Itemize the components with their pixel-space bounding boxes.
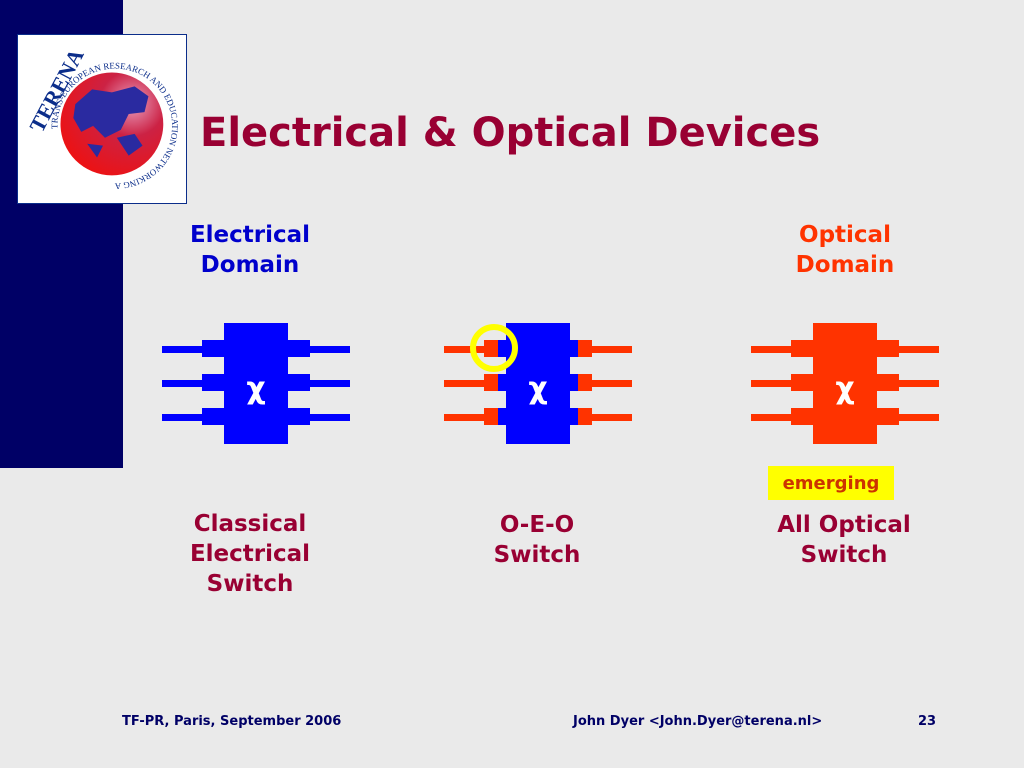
- footer-author: John Dyer <John.Dyer@terena.nl>: [573, 714, 823, 729]
- switch-chip-icon: χ: [444, 323, 632, 444]
- classical-switch-diagram: χ: [156, 320, 356, 450]
- emerging-badge: emerging: [768, 466, 894, 500]
- switch-symbol: χ: [246, 371, 265, 406]
- switch-symbol: χ: [528, 371, 547, 406]
- classical-switch-caption: Classical Electrical Switch: [189, 511, 311, 597]
- all-optical-switch-diagram: χ: [745, 320, 945, 450]
- terena-logo: TRANS-EUROPEAN RESEARCH AND EDUCATION NE…: [17, 34, 187, 204]
- oeo-switch-caption: O-E-O Switch: [493, 512, 581, 568]
- footer-event: TF-PR, Paris, September 2006: [122, 714, 342, 729]
- all-optical-switch-caption: All Optical Switch: [777, 512, 911, 568]
- optical-domain-label: Optical Domain: [795, 222, 895, 278]
- electrical-domain-label: Electrical Domain: [189, 222, 311, 278]
- switch-chip-icon: χ: [162, 323, 350, 444]
- highlight-circle: [470, 324, 518, 372]
- switch-chip-icon: χ: [751, 323, 939, 444]
- page-number: 23: [918, 714, 937, 729]
- terena-logo-icon: TRANS-EUROPEAN RESEARCH AND EDUCATION NE…: [18, 35, 180, 191]
- slide-title: Electrical & Optical Devices: [200, 110, 821, 156]
- oeo-switch-diagram: χ: [438, 320, 638, 450]
- switch-symbol: χ: [835, 371, 854, 406]
